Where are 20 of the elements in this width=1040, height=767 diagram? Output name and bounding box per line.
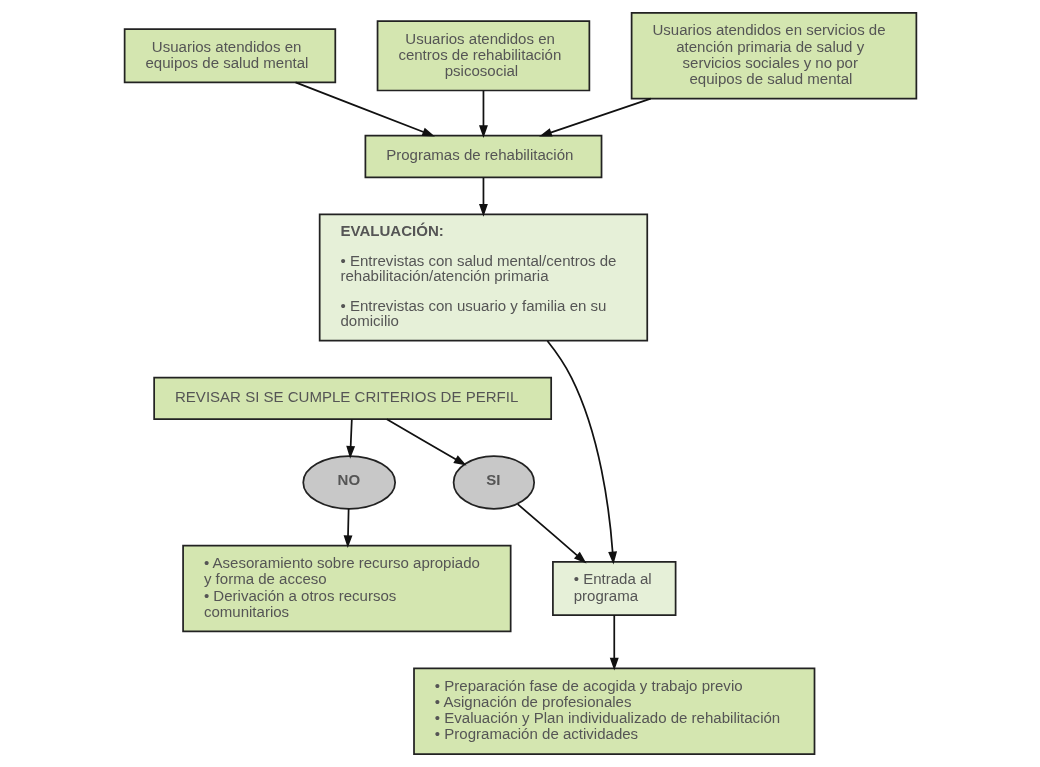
node-box: EVALUACIÓN: • Entrevistas con salud mental/centros de rehabilitación/atención primaria • Entrevistas con usuario y familia en su domicilio	[318, 213, 648, 342]
arrow	[538, 97, 652, 137]
arrow	[609, 614, 619, 671]
arrow	[546, 340, 617, 565]
node-box: • Preparación fase de acogida y trabajo previo • Asignación de profesionales • Evaluación y Plan individualizado de rehabilitación • Programación de actividades	[412, 667, 815, 755]
arrow	[478, 176, 488, 217]
node-box: REVISAR SI SE CUMPLE CRITERIOS DE PERFIL	[152, 376, 552, 421]
arrow	[343, 507, 352, 549]
arrow	[385, 418, 467, 466]
node-box: Usuarios atendidos en centros de rehabilitación psicosocial	[376, 20, 590, 92]
arrow	[478, 89, 488, 139]
arrow	[294, 81, 435, 137]
node-box: • Entrada al programa	[551, 561, 676, 616]
node-box: Usuarios atendidos en servicios de atención primaria de salud y servicios sociales y no por equipos de salud mental	[630, 12, 917, 100]
node-box: • Asesoramiento sobre recurso apropiado y forma de acceso • Derivación a otros recursos comunitarios	[181, 544, 512, 633]
arrow	[516, 503, 587, 564]
node-ellipse: NO	[301, 455, 396, 510]
arrow	[345, 418, 355, 459]
node-box: Usuarios atendidos en equipos de salud mental	[123, 28, 336, 84]
node-box: Programas de rehabilitación	[364, 134, 602, 179]
